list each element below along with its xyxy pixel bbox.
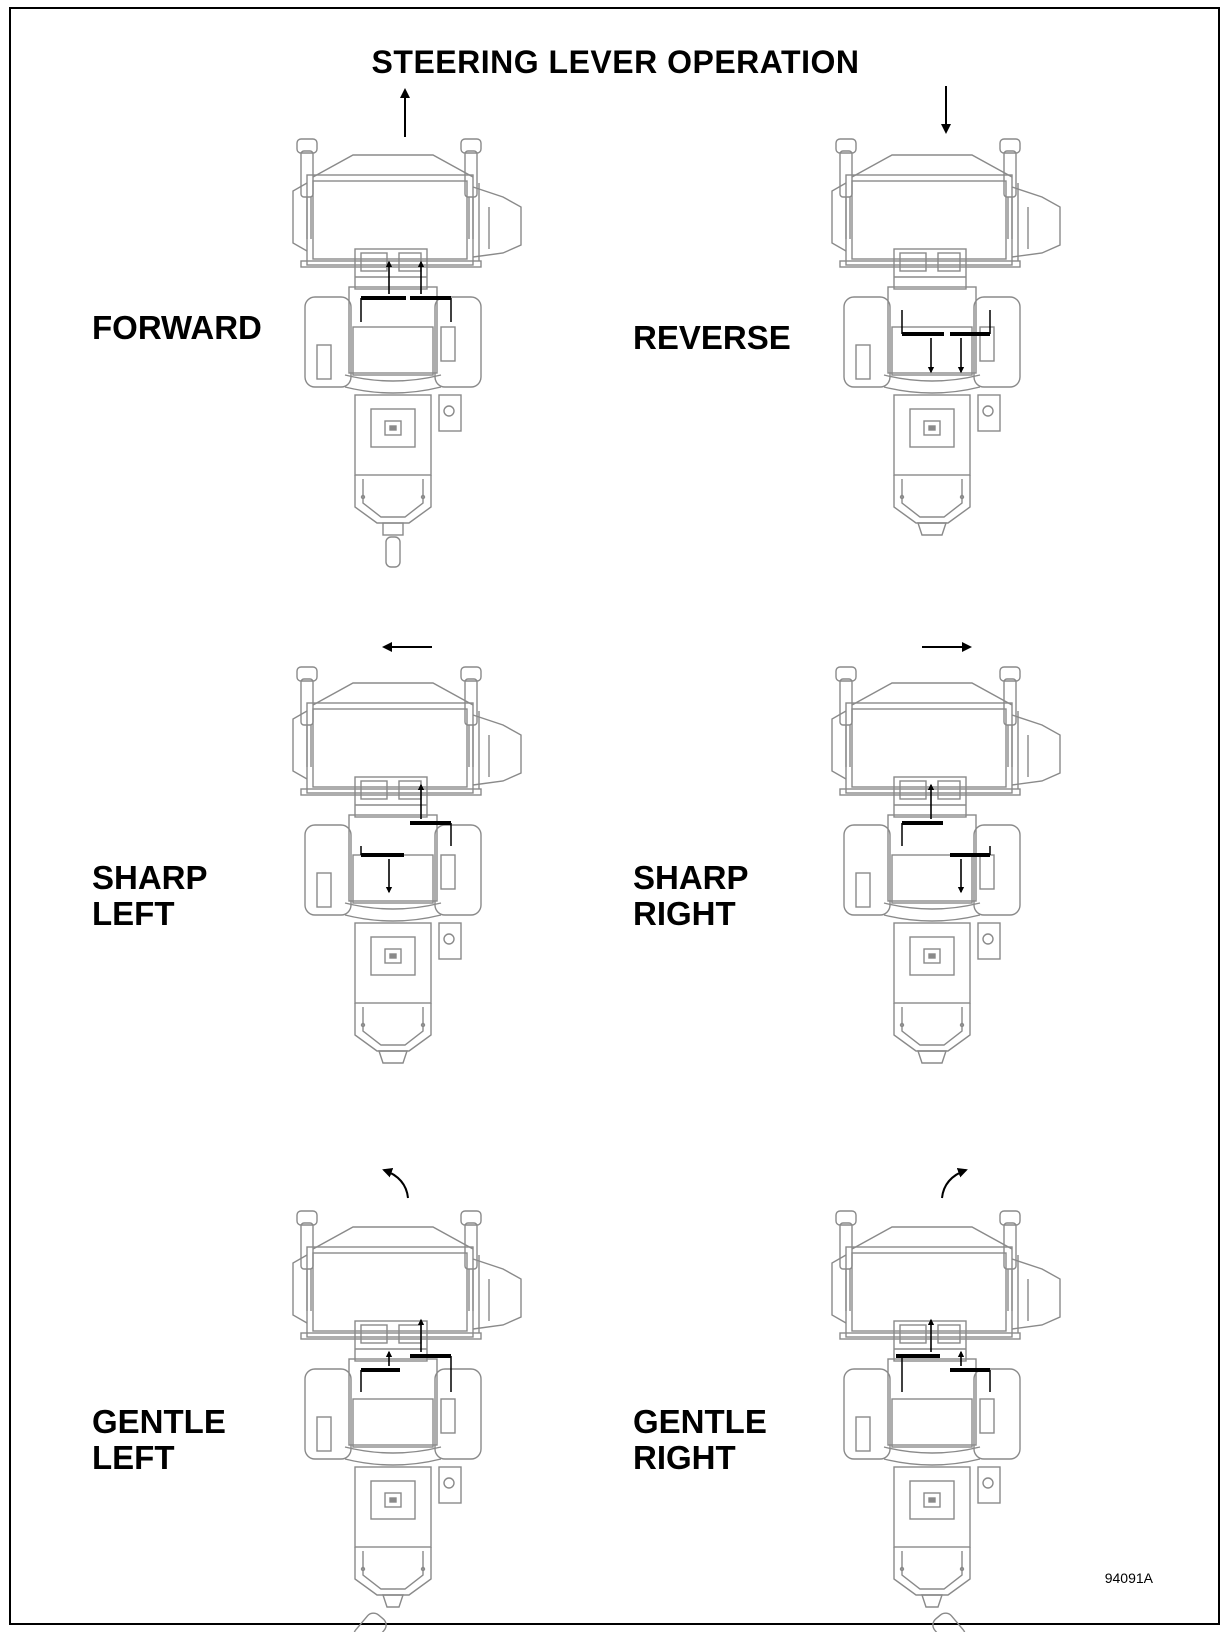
mower-sharp-right [832, 667, 1060, 1063]
reverse-levers [902, 310, 990, 372]
mower-sharp-left [293, 667, 521, 1063]
mower-forward [293, 139, 521, 567]
sharp-right-levers [902, 785, 990, 892]
mower-gentle-left [293, 1211, 521, 1632]
mower-reverse [832, 139, 1060, 535]
mower-gentle-right [832, 1211, 1060, 1632]
gentle-left-motion-arrow [384, 1170, 408, 1198]
gentle-right-motion-arrow [942, 1170, 966, 1198]
